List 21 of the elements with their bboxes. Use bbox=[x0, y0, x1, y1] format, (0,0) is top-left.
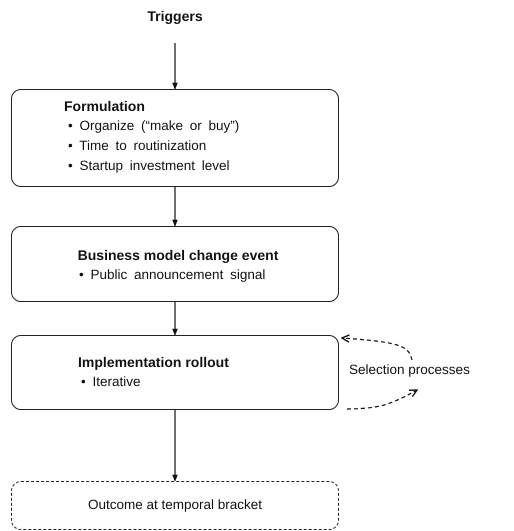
arrow bbox=[172, 302, 178, 336]
bullet-item: • Public announcement signal bbox=[79, 266, 266, 284]
node-label: Selection processes bbox=[349, 361, 471, 379]
arrow bbox=[172, 187, 178, 227]
bullet-item: • Iterative bbox=[81, 373, 140, 391]
arrow bbox=[172, 410, 178, 482]
bullet-item: • Startup investment level bbox=[68, 157, 230, 175]
heading: Formulation bbox=[64, 97, 146, 116]
process-box bbox=[11, 226, 339, 302]
process-box bbox=[11, 335, 339, 410]
outcome-box bbox=[11, 481, 339, 530]
node-label: Outcome at temporal bracket bbox=[86, 496, 264, 514]
heading: Triggers bbox=[146, 7, 204, 26]
arrow bbox=[341, 334, 413, 360]
process-box bbox=[11, 89, 339, 187]
arrow bbox=[346, 389, 418, 410]
bullet-item: • Time to routinization bbox=[68, 137, 206, 155]
heading: Business model change event bbox=[76, 246, 280, 265]
heading: Implementation rollout bbox=[78, 353, 230, 372]
bullet-item: • Organize (“make or buy”) bbox=[68, 117, 240, 135]
arrow bbox=[172, 43, 178, 90]
